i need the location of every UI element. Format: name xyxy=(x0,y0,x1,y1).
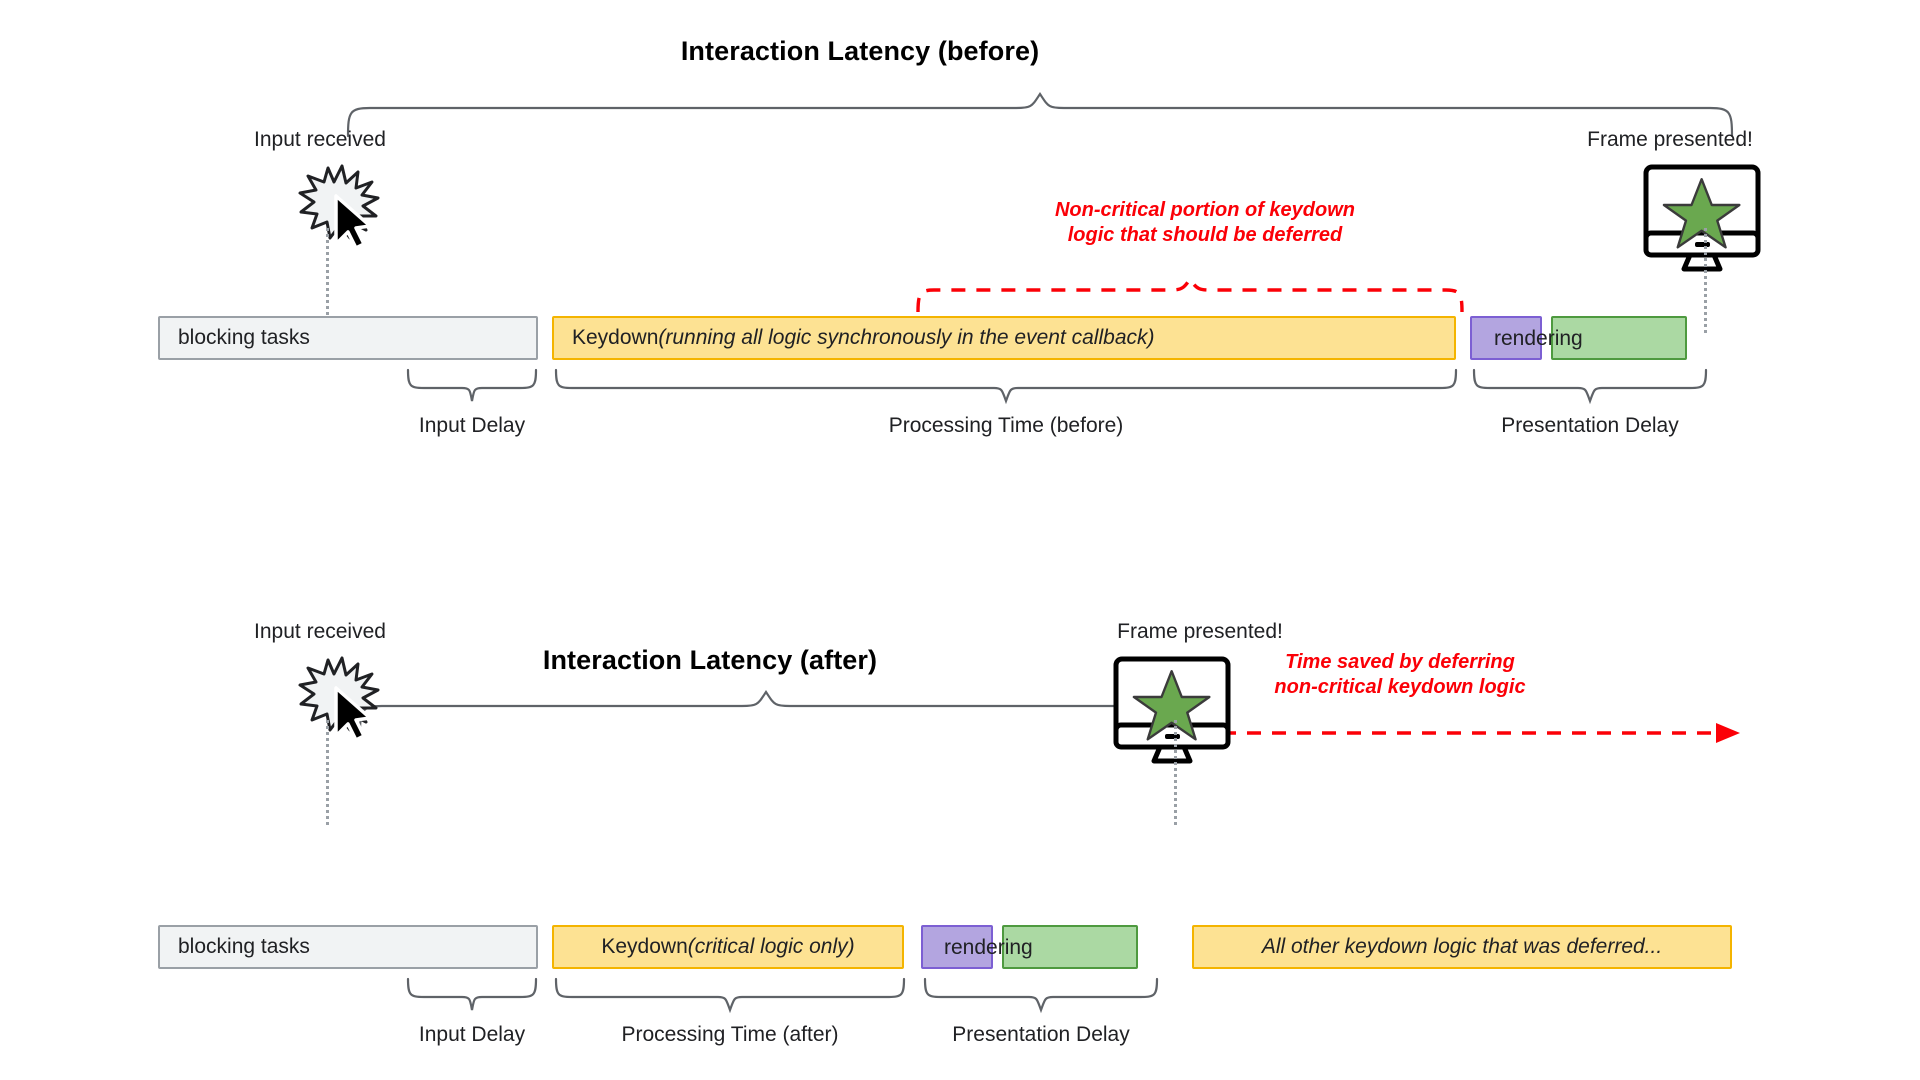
monitor-star-icon xyxy=(1643,164,1761,272)
after-frame-presented-label: Frame presented! xyxy=(1117,620,1283,643)
before-frame-guide-line xyxy=(1704,228,1707,333)
before-bar-paint[interactable] xyxy=(1470,316,1542,360)
after-bar-rendering-label: rendering xyxy=(944,936,1033,959)
before-bar-keydown-label-italic: (running all logic synchronously in the … xyxy=(658,326,1155,349)
after-brace-processing-time xyxy=(554,977,906,1014)
after-red-note-line1: Time saved by deferring xyxy=(1285,651,1515,673)
before-total-latency-brace xyxy=(346,92,1734,138)
after-bar-paint[interactable] xyxy=(921,925,993,969)
after-bar-keydown-label: Keydown xyxy=(601,935,688,958)
after-input-guide-line xyxy=(326,720,329,825)
after-bar-deferred-logic-label: All other keydown logic that was deferre… xyxy=(1261,935,1663,958)
before-phase-label-presentation-delay: Presentation Delay xyxy=(1501,414,1679,437)
after-bar-deferred-logic[interactable]: All other keydown logic that was deferre… xyxy=(1192,925,1732,969)
before-input-guide-line xyxy=(326,228,329,333)
before-bar-keydown-label: Keydown xyxy=(572,326,659,349)
before-brace-input-delay xyxy=(406,368,538,402)
after-frame-guide-line xyxy=(1174,720,1177,825)
after-red-note: Time saved by deferring non-critical key… xyxy=(1180,650,1620,700)
before-bar-blocking-tasks[interactable]: blocking tasks xyxy=(158,316,538,360)
before-red-note-line2: logic that should be deferred xyxy=(1067,224,1343,246)
before-phase-label-input-delay: Input Delay xyxy=(418,414,526,437)
after-phase-label-presentation-delay: Presentation Delay xyxy=(952,1023,1130,1046)
after-brace-input-delay xyxy=(406,977,538,1011)
before-frame-presented-label: Frame presented! xyxy=(1587,128,1753,151)
before-noncritical-dashed-brace xyxy=(916,275,1464,313)
after-bar-blocking-tasks[interactable]: blocking tasks xyxy=(158,925,538,969)
before-brace-processing-time xyxy=(554,368,1458,405)
click-burst-cursor-icon xyxy=(298,164,380,250)
after-phase-label-processing-time: Processing Time (after) xyxy=(621,1023,839,1046)
after-bar-keydown[interactable]: Keydown (critical logic only) xyxy=(552,925,904,969)
after-red-note-line2: non-critical keydown logic xyxy=(1274,676,1526,698)
after-phase-label-input-delay: Input Delay xyxy=(418,1023,526,1046)
monitor-star-icon xyxy=(1113,656,1231,764)
after-diagram-title: Interaction Latency (after) xyxy=(542,645,878,675)
after-bar-keydown-label-italic: (critical logic only) xyxy=(687,935,855,958)
after-total-latency-brace xyxy=(358,690,1176,736)
after-input-received-label: Input received xyxy=(254,620,386,643)
after-bar-blocking-tasks-label: blocking tasks xyxy=(178,935,310,958)
before-bar-keydown[interactable]: Keydown (running all logic synchronously… xyxy=(552,316,1456,360)
before-bar-rendering[interactable] xyxy=(1551,316,1687,360)
before-bar-blocking-tasks-label: blocking tasks xyxy=(178,326,310,349)
after-bar-rendering[interactable] xyxy=(1002,925,1138,969)
before-red-note: Non-critical portion of keydown logic th… xyxy=(980,198,1430,248)
before-brace-presentation-delay xyxy=(1472,368,1708,405)
before-bar-rendering-label: rendering xyxy=(1494,327,1583,350)
before-red-note-line1: Non-critical portion of keydown xyxy=(1054,199,1355,221)
after-brace-presentation-delay xyxy=(923,977,1159,1014)
before-phase-label-processing-time: Processing Time (before) xyxy=(888,414,1124,437)
click-burst-cursor-icon xyxy=(298,656,380,742)
before-diagram-title: Interaction Latency (before) xyxy=(680,36,1040,66)
before-input-received-label: Input received xyxy=(254,128,386,151)
